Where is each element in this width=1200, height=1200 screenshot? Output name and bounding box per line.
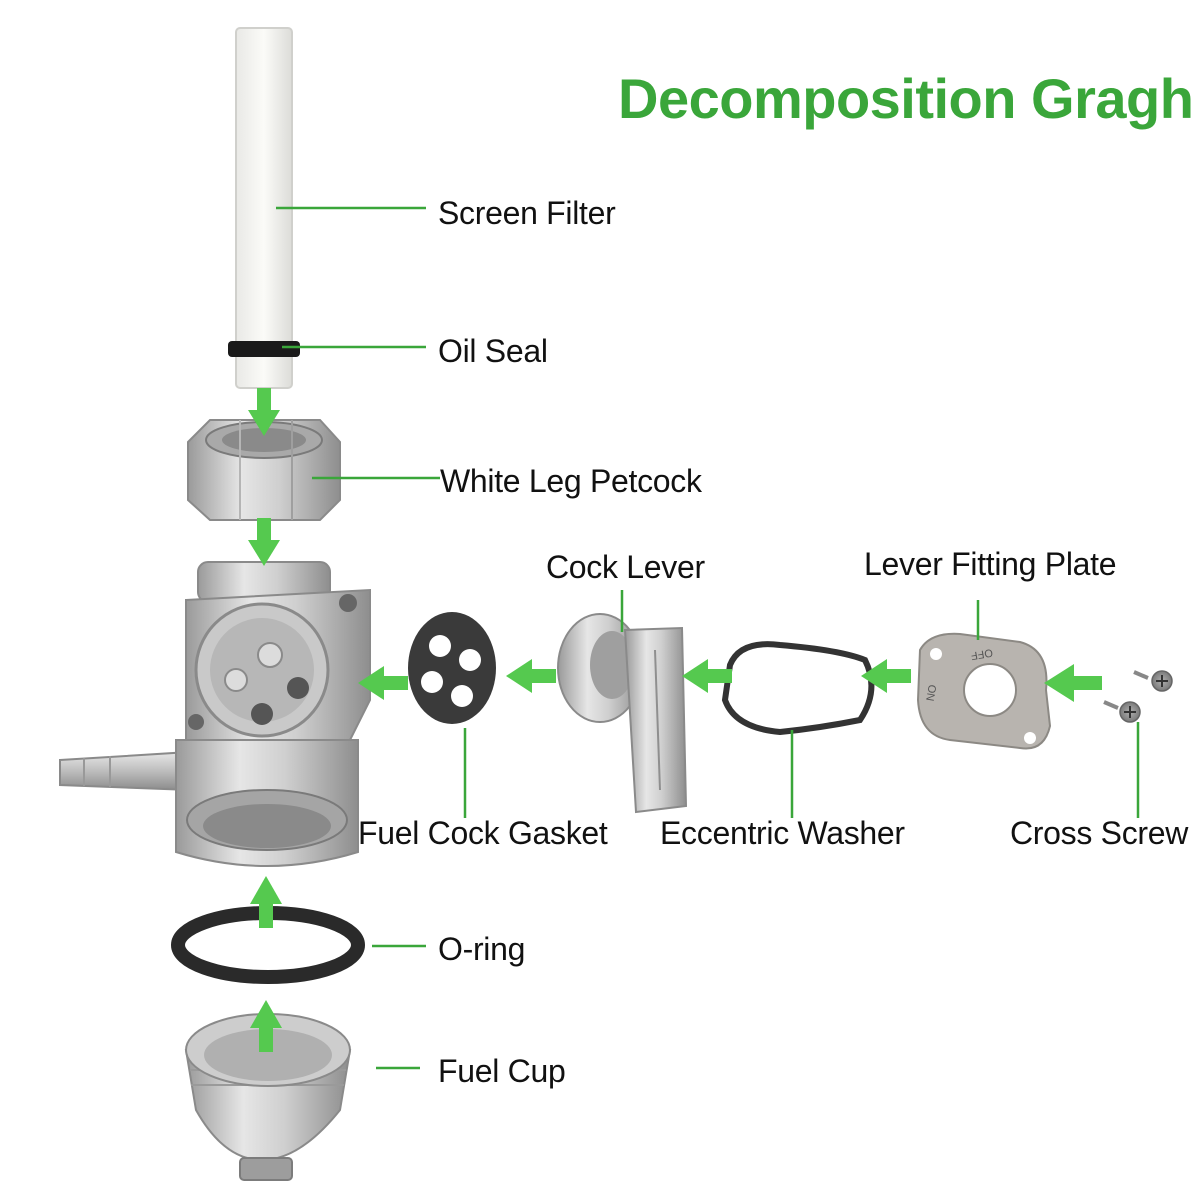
cock-lever-part bbox=[557, 613, 688, 814]
lever-fitting-plate-part: OFF ON bbox=[916, 632, 1052, 750]
plate-marking-off: OFF bbox=[970, 646, 994, 662]
label-oil-seal: Oil Seal bbox=[438, 333, 548, 369]
fuel-cock-gasket-part bbox=[408, 612, 496, 724]
arrow-nut-to-body bbox=[248, 518, 280, 566]
label-fuel-cup: Fuel Cup bbox=[438, 1053, 566, 1089]
hex-nut-part bbox=[187, 419, 341, 521]
arrow-plate-to-washer bbox=[861, 659, 911, 693]
arrow-gasket-to-body bbox=[358, 666, 408, 700]
arrow-cup-to-oring bbox=[250, 1000, 282, 1052]
plate-marking-on: ON bbox=[923, 684, 938, 702]
label-eccentric-washer: Eccentric Washer bbox=[660, 815, 905, 851]
label-cross-screw: Cross Screw bbox=[1010, 815, 1189, 851]
label-lever-fitting-plate: Lever Fitting Plate bbox=[864, 546, 1117, 582]
eccentric-washer-part bbox=[721, 641, 875, 736]
arrow-oring-to-body bbox=[250, 876, 282, 928]
label-cock-lever: Cock Lever bbox=[546, 549, 705, 585]
label-fuel-cock-gasket: Fuel Cock Gasket bbox=[358, 815, 608, 851]
cross-screw-part bbox=[1103, 670, 1173, 723]
arrow-filter-to-nut bbox=[248, 388, 280, 436]
label-white-leg-petcock: White Leg Petcock bbox=[440, 463, 702, 499]
label-o-ring: O-ring bbox=[438, 931, 526, 967]
label-screen-filter: Screen Filter bbox=[438, 195, 616, 231]
petcock-body-part bbox=[59, 561, 371, 867]
arrow-washer-to-lever bbox=[682, 659, 732, 693]
diagram-title: Decomposition Gragh bbox=[618, 67, 1194, 130]
arrow-screw-to-plate bbox=[1044, 664, 1102, 702]
arrow-lever-to-gasket bbox=[506, 659, 556, 693]
fuel-cup-part bbox=[184, 1013, 352, 1181]
